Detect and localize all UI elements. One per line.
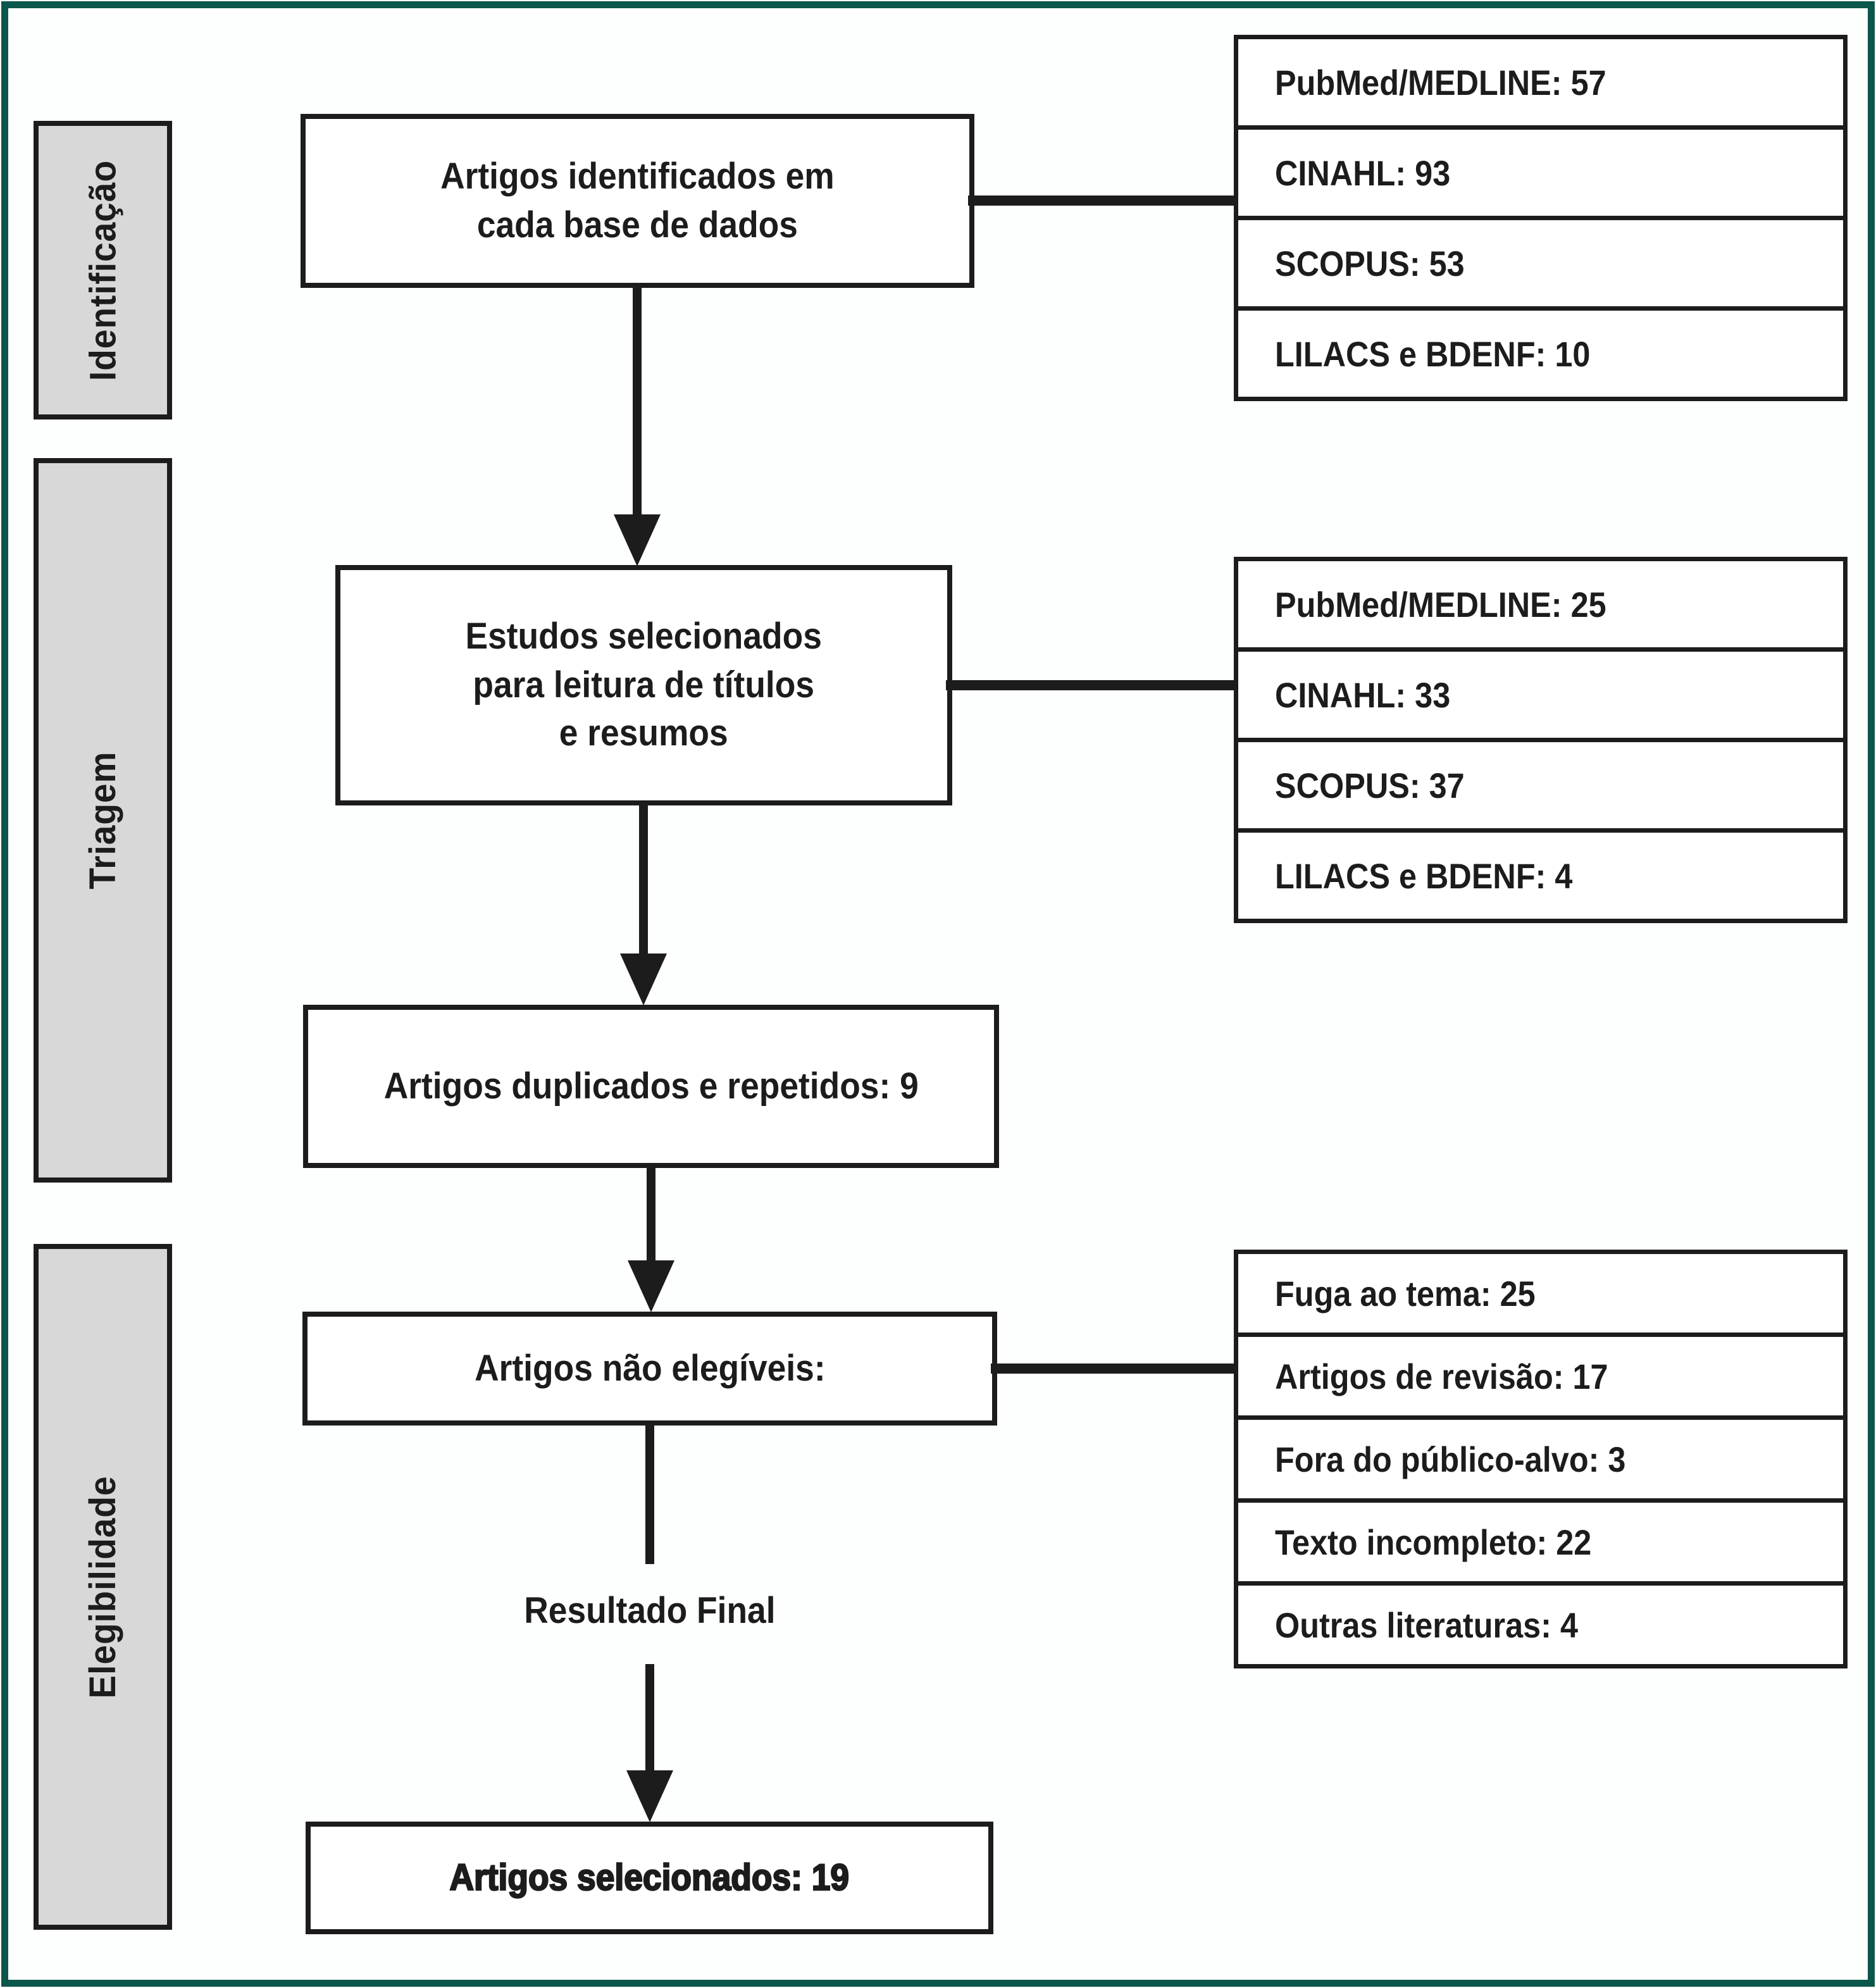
connector-selected-to-dbcounts: [946, 680, 1235, 690]
arrow-head-selected-to-duplicates: [620, 954, 667, 1005]
connector-identified-to-dbcounts: [968, 196, 1235, 206]
box-not-eligible-articles: Artigos não elegíveis:: [302, 1312, 997, 1426]
final-result-label-text: Resultado Final: [524, 1590, 776, 1631]
exclusion-row: Fora do público-alvo: 3: [1234, 1415, 1848, 1503]
box-selected-studies-text: Estudos selecionados para leitura de tít…: [465, 616, 823, 754]
db-count-row-text: SCOPUS: 53: [1275, 243, 1465, 283]
stage-label-triagem: Triagem: [34, 458, 172, 1183]
box-identified-articles-text: Artigos identificados em cada base de da…: [440, 155, 835, 245]
exclusion-reasons: Fuga ao tema: 25 Artigos de revisão: 17 …: [1234, 1250, 1848, 1668]
exclusion-row: Outras literaturas: 4: [1234, 1581, 1848, 1668]
db-count-row: CINAHL: 33: [1234, 647, 1848, 742]
db-count-row: PubMed/MEDLINE: 57: [1234, 35, 1848, 130]
db-count-row-text: PubMed/MEDLINE: 25: [1275, 584, 1606, 624]
exclusion-row-text: Fuga ao tema: 25: [1275, 1273, 1536, 1314]
db-count-row-text: LILACS e BDENF: 4: [1275, 855, 1573, 896]
db-count-row: SCOPUS: 53: [1234, 216, 1848, 311]
exclusion-row: Artigos de revisão: 17: [1234, 1333, 1848, 1420]
exclusion-row: Texto incompleto: 22: [1234, 1498, 1848, 1586]
stage-label-triagem-text: Triagem: [82, 751, 123, 890]
stage-label-elegibilidade: Elegibilidade: [34, 1244, 172, 1930]
exclusion-row: Fuga ao tema: 25: [1234, 1250, 1848, 1337]
box-selected-articles-final: Artigos selecionados: 19: [306, 1822, 993, 1934]
box-selected-articles-final-text: Artigos selecionados: 19: [449, 1856, 850, 1898]
arrow-line-resultlabel-to-final: [645, 1664, 654, 1773]
final-result-label: Resultado Final: [441, 1589, 859, 1632]
db-counts-screened: PubMed/MEDLINE: 25 CINAHL: 33 SCOPUS: 37…: [1234, 557, 1848, 923]
db-count-row-text: SCOPUS: 37: [1275, 765, 1465, 805]
box-duplicate-articles: Artigos duplicados e repetidos: 9: [303, 1005, 999, 1168]
db-count-row: SCOPUS: 37: [1234, 738, 1848, 833]
arrow-line-selected-to-duplicates: [639, 804, 648, 955]
exclusion-row-text: Texto incompleto: 22: [1275, 1522, 1592, 1562]
arrow-head-resultlabel-to-final: [626, 1770, 673, 1822]
stage-label-identificacao-text: Identificação: [82, 159, 124, 381]
db-count-row: LILACS e BDENF: 4: [1234, 828, 1848, 923]
box-not-eligible-articles-text: Artigos não elegíveis:: [474, 1347, 826, 1389]
box-duplicate-articles-text: Artigos duplicados e repetidos: 9: [383, 1065, 919, 1107]
exclusion-row-text: Outras literaturas: 4: [1275, 1605, 1578, 1645]
db-count-row-text: PubMed/MEDLINE: 57: [1275, 62, 1606, 103]
db-count-row-text: CINAHL: 93: [1275, 152, 1451, 193]
connector-noteligible-to-exclusions: [991, 1364, 1235, 1374]
db-count-row-text: LILACS e BDENF: 10: [1275, 333, 1591, 374]
db-count-row: CINAHL: 93: [1234, 125, 1848, 220]
db-counts-identified: PubMed/MEDLINE: 57 CINAHL: 93 SCOPUS: 53…: [1234, 35, 1848, 401]
arrow-head-duplicates-to-noteligible: [628, 1260, 674, 1312]
line-noteligible-to-resultlabel: [645, 1424, 654, 1564]
stage-label-identificacao: Identificação: [34, 121, 172, 419]
box-selected-studies: Estudos selecionados para leitura de tít…: [335, 565, 952, 805]
arrow-head-identified-to-selected: [614, 514, 661, 566]
db-count-row: LILACS e BDENF: 10: [1234, 306, 1848, 401]
box-identified-articles: Artigos identificados em cada base de da…: [301, 114, 974, 288]
stage-label-elegibilidade-text: Elegibilidade: [82, 1475, 123, 1699]
arrow-line-identified-to-selected: [633, 286, 642, 517]
exclusion-row-text: Artigos de revisão: 17: [1275, 1356, 1608, 1396]
exclusion-row-text: Fora do público-alvo: 3: [1275, 1439, 1626, 1479]
arrow-line-duplicates-to-noteligible: [647, 1166, 655, 1262]
db-count-row-text: CINAHL: 33: [1275, 674, 1451, 715]
db-count-row: PubMed/MEDLINE: 25: [1234, 557, 1848, 652]
